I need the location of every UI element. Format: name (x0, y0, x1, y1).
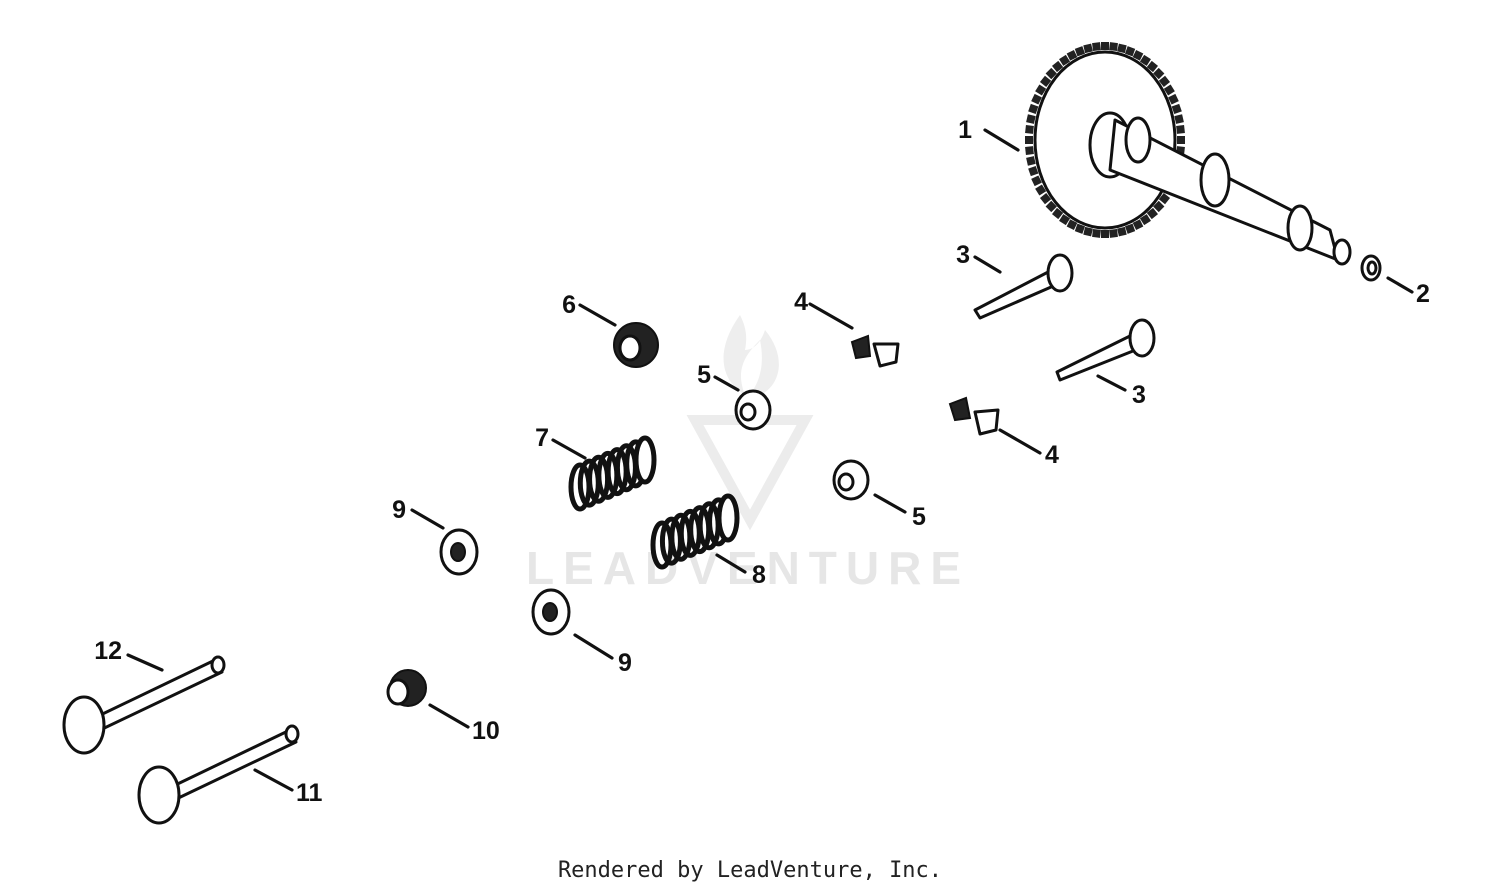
valve-tappet-upper (973, 253, 1074, 320)
rendered-by-footer: Rendered by LeadVenture, Inc. (557, 858, 943, 883)
spring-cap-upper (439, 528, 479, 576)
callout-3-lower: 3 (1132, 381, 1146, 409)
valve-spring-upper (568, 435, 657, 512)
callout-1: 1 (958, 116, 972, 144)
valve-guide (386, 669, 427, 707)
callout-2: 2 (1416, 280, 1430, 308)
callout-7: 7 (535, 424, 549, 452)
callout-5-lower: 5 (912, 503, 926, 531)
spring-retainer-lower (832, 459, 870, 501)
callout-labels: 1 2 3 3 4 4 5 5 6 7 8 9 9 10 11 12 (94, 116, 1430, 807)
callout-9-upper: 9 (392, 496, 406, 524)
camshaft-gear (1025, 42, 1352, 266)
callout-10: 10 (472, 717, 500, 745)
callout-11: 11 (296, 779, 323, 807)
valve-tappet-lower (1055, 318, 1156, 382)
callout-9-lower: 9 (618, 649, 632, 677)
washer (1360, 254, 1382, 282)
valve-spring-lower (650, 493, 740, 570)
callout-4-lower: 4 (1045, 441, 1059, 469)
leader-lines (126, 128, 1414, 792)
callout-4-upper: 4 (794, 288, 808, 316)
callout-6: 6 (562, 291, 576, 319)
spring-cap-lower (531, 588, 571, 636)
callout-8: 8 (752, 561, 766, 589)
spring-retainer-upper (734, 389, 772, 431)
callout-12: 12 (94, 637, 122, 665)
valve-keeper-upper (850, 334, 900, 368)
leadventure-watermark: LEADVENTURE (526, 315, 970, 594)
watermark-brand: LEADVENTURE (526, 542, 970, 594)
exhaust-valve (137, 724, 300, 825)
callout-5-upper: 5 (697, 361, 711, 389)
callout-3-upper: 3 (956, 241, 970, 269)
valve-keeper-lower (948, 396, 1000, 436)
intake-valve (62, 655, 226, 755)
valve-seal (613, 322, 659, 368)
